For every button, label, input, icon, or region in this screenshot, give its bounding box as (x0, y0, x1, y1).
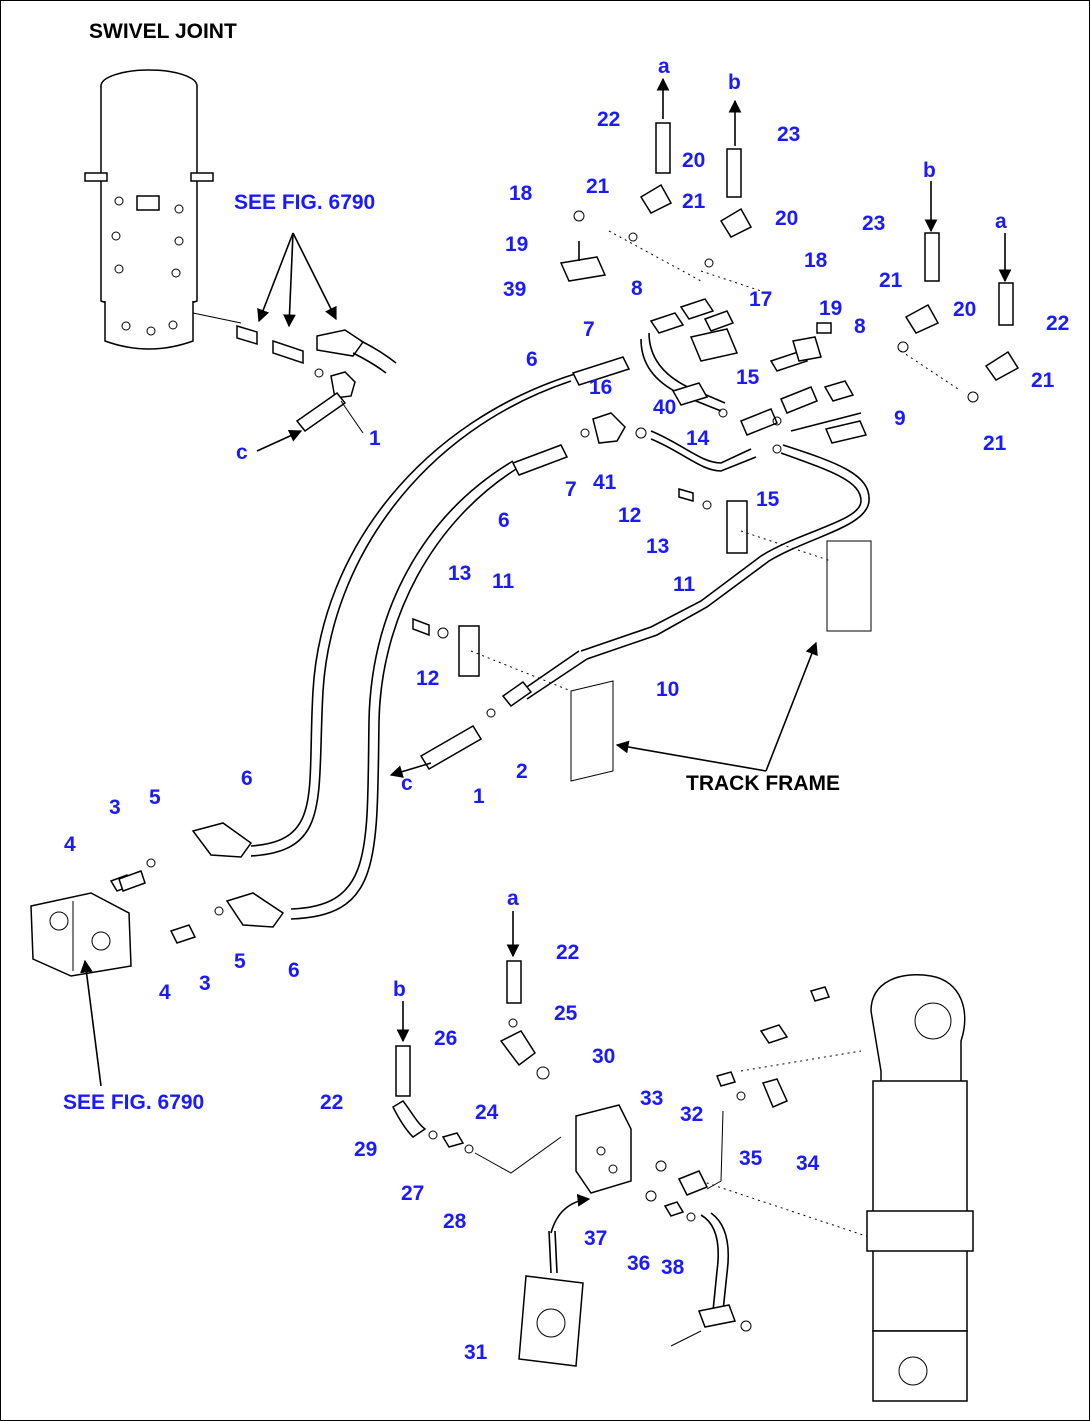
callout-5: 5 (149, 786, 161, 809)
callout-a: a (658, 55, 670, 78)
callout-c: c (236, 441, 248, 464)
swivel-joint-body (84, 69, 242, 350)
pressure-switch (518, 1193, 591, 1367)
callout-6: 6 (498, 509, 510, 532)
callout-10: 10 (656, 678, 679, 701)
callout-39: 39 (503, 278, 526, 301)
callout-15: 15 (736, 366, 760, 389)
callout-36: 36 (627, 1252, 650, 1275)
see-fig-caption-bottom: SEE FIG. 6790 (63, 1091, 204, 1114)
dashed-leaders (470, 230, 962, 1242)
right-fittings (559, 77, 1020, 632)
swivel-joint-caption: SWIVEL JOINT (89, 20, 237, 43)
callout-20: 20 (953, 298, 976, 321)
callout-7: 7 (583, 318, 595, 341)
callout-20: 20 (682, 149, 705, 172)
callout-21: 21 (983, 432, 1007, 455)
callout-2: 2 (516, 760, 528, 783)
callout-23: 23 (862, 212, 885, 235)
callout-4: 4 (159, 981, 171, 1004)
callout-40: 40 (653, 396, 676, 419)
callout-1: 1 (369, 427, 381, 450)
callout-41: 41 (593, 471, 617, 494)
callout-3: 3 (109, 796, 121, 819)
callout-38: 38 (661, 1256, 685, 1279)
track-frame-caption: TRACK FRAME (686, 772, 840, 795)
callout-37: 37 (584, 1227, 607, 1250)
callout-4: 4 (64, 833, 76, 856)
callout-8: 8 (854, 315, 866, 338)
callout-29: 29 (354, 1138, 377, 1161)
callout-b: b (393, 978, 406, 1001)
callout-13: 13 (646, 535, 669, 558)
callout-28: 28 (443, 1210, 467, 1233)
callout-1: 1 (473, 785, 485, 808)
callout-a: a (507, 887, 519, 910)
callout-25: 25 (554, 1002, 578, 1025)
callout-26: 26 (434, 1027, 457, 1050)
callout-21: 21 (682, 190, 706, 213)
callout-22: 22 (556, 941, 579, 964)
callout-11: 11 (492, 570, 515, 593)
callout-b: b (923, 159, 936, 182)
callout-31: 31 (464, 1341, 488, 1364)
callout-6: 6 (526, 348, 538, 371)
callout-19: 19 (505, 233, 528, 256)
callout-9: 9 (894, 407, 906, 430)
callout-21: 21 (879, 269, 903, 292)
callout-b: b (728, 71, 741, 94)
callout-a: a (995, 210, 1007, 233)
callout-13: 13 (448, 562, 471, 585)
callout-30: 30 (592, 1045, 615, 1068)
callout-20: 20 (775, 207, 798, 230)
callout-6: 6 (288, 959, 300, 982)
callout-23: 23 (777, 123, 800, 146)
callout-33: 33 (640, 1087, 663, 1110)
swivel-fittings (236, 232, 397, 452)
callout-35: 35 (739, 1147, 763, 1170)
see-fig-caption-top: SEE FIG. 6790 (234, 191, 375, 214)
callout-12: 12 (618, 504, 641, 527)
callout-34: 34 (796, 1152, 820, 1175)
callout-7: 7 (565, 478, 577, 501)
callout-17: 17 (749, 288, 772, 311)
callout-14: 14 (686, 427, 710, 450)
callout-32: 32 (680, 1103, 703, 1126)
travel-motor-left (30, 822, 285, 1087)
callout-22: 22 (597, 108, 620, 131)
boom-cylinder (866, 974, 974, 1402)
central-pipe-assembly (389, 298, 870, 778)
flexible-hoses (250, 372, 579, 920)
lower-valve-assembly (392, 911, 831, 1347)
callout-12: 12 (416, 667, 439, 690)
callout-c: c (401, 772, 413, 795)
callout-18: 18 (509, 182, 533, 205)
callout-21: 21 (586, 175, 610, 198)
callout-24: 24 (475, 1101, 499, 1124)
track-frame-arrows (570, 641, 818, 782)
callout-15: 15 (756, 488, 780, 511)
callout-3: 3 (199, 972, 211, 995)
callout-16: 16 (589, 376, 612, 399)
callout-19: 19 (819, 297, 842, 320)
callout-6: 6 (241, 767, 253, 790)
callout-21: 21 (1031, 369, 1055, 392)
callout-18: 18 (804, 249, 828, 272)
callout-27: 27 (401, 1182, 424, 1205)
callout-11: 11 (673, 573, 696, 596)
callout-8: 8 (631, 277, 643, 300)
callout-22: 22 (320, 1091, 343, 1114)
callout-22: 22 (1046, 312, 1069, 335)
callout-5: 5 (234, 950, 246, 973)
